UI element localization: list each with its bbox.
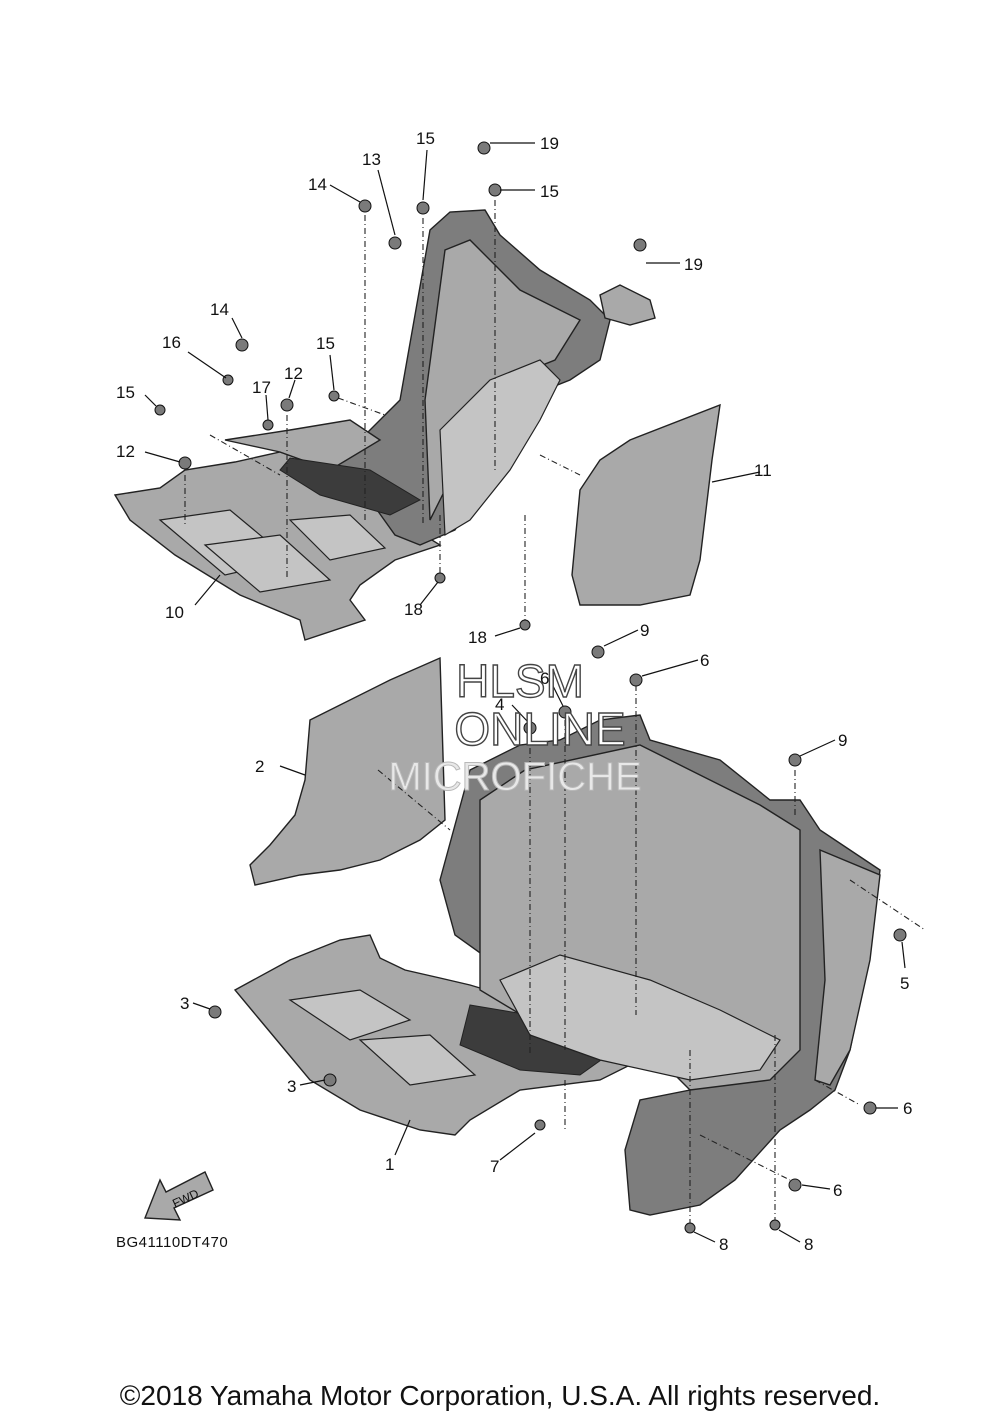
callout-15-center: 15 bbox=[316, 334, 335, 353]
watermark-line3: MICROFICHE bbox=[388, 755, 641, 799]
callout-8-left: 8 bbox=[719, 1235, 728, 1254]
callout-6-bottom: 6 bbox=[833, 1181, 842, 1200]
callout-18-left: 18 bbox=[404, 600, 423, 619]
callout-14-top: 14 bbox=[308, 175, 327, 194]
callout-4: 4 bbox=[495, 695, 504, 714]
callout-12-center: 12 bbox=[284, 364, 303, 383]
callout-19-right: 19 bbox=[684, 255, 703, 274]
callout-2: 2 bbox=[255, 757, 264, 776]
watermark-line2: ONLINE bbox=[454, 703, 625, 755]
leader-lines bbox=[144, 142, 906, 1243]
side-panel-11 bbox=[571, 403, 721, 606]
callout-15-top: 15 bbox=[416, 129, 435, 148]
center-tunnel-main bbox=[439, 714, 881, 1216]
callout-12-left: 12 bbox=[116, 442, 135, 461]
callout-3-top: 3 bbox=[180, 994, 189, 1013]
callout-9-top: 9 bbox=[640, 621, 649, 640]
fwd-arrow: FWD bbox=[143, 1171, 214, 1221]
callout-10: 10 bbox=[165, 603, 184, 622]
callout-11: 11 bbox=[754, 461, 772, 480]
assembly-lines bbox=[184, 200, 926, 1225]
callout-labels: 19 15 15 13 14 19 14 16 15 17 12 15 12 1… bbox=[116, 129, 912, 1254]
callout-7: 7 bbox=[490, 1157, 499, 1176]
callout-8-right: 8 bbox=[804, 1235, 813, 1254]
callout-5: 5 bbox=[900, 974, 909, 993]
callout-14-left: 14 bbox=[210, 300, 229, 319]
callout-18-right: 18 bbox=[468, 628, 487, 647]
callout-16: 16 bbox=[162, 333, 181, 352]
callout-17: 17 bbox=[252, 378, 271, 397]
callout-3-bottom: 3 bbox=[287, 1077, 296, 1096]
callout-1: 1 bbox=[385, 1155, 394, 1174]
fasteners bbox=[154, 141, 907, 1234]
callout-19-top: 19 bbox=[540, 134, 559, 153]
diagram-code: BG41110DT470 bbox=[116, 1234, 229, 1251]
callout-6-top: 6 bbox=[700, 651, 709, 670]
floor-panel-1 bbox=[233, 934, 642, 1136]
callout-15-top-right: 15 bbox=[540, 182, 559, 201]
copyright-notice: ©2018 Yamaha Motor Corporation, U.S.A. A… bbox=[119, 1380, 881, 1411]
callout-15-left: 15 bbox=[116, 383, 135, 402]
callout-6-right: 6 bbox=[903, 1099, 912, 1118]
center-tunnel-cover bbox=[224, 209, 656, 546]
watermark-line1: HLSM bbox=[456, 655, 584, 707]
parts-diagram: 19 15 15 13 14 19 14 16 15 17 12 15 12 1… bbox=[113, 129, 926, 1254]
watermark: HLSM ONLINE MICROFICHE bbox=[388, 654, 642, 799]
callout-9-right: 9 bbox=[838, 731, 847, 750]
callout-6-mid: 6 bbox=[540, 669, 549, 688]
callout-13: 13 bbox=[362, 150, 381, 169]
side-panel-2 bbox=[249, 656, 446, 886]
